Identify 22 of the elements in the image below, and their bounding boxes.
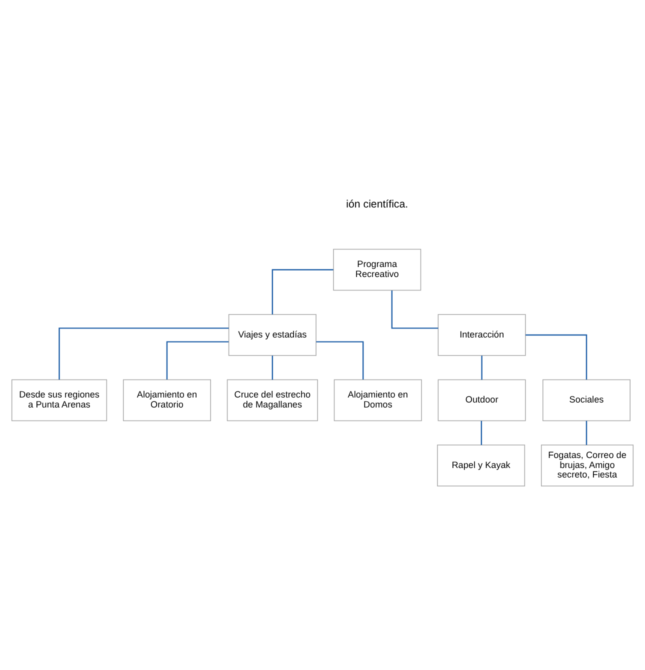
connector <box>272 356 274 380</box>
node-box: Alojamiento en Oratorio <box>122 379 211 422</box>
node-box: Alojamiento en Domos <box>334 379 422 422</box>
node-box: Programa Recreativo <box>333 248 422 291</box>
connector <box>526 334 588 380</box>
connector <box>391 290 438 329</box>
node-box: Viajes y estadías <box>228 314 316 356</box>
node-box: Outdoor <box>438 379 526 422</box>
node-box: Desde sus regiones a Punta Arenas <box>11 379 108 422</box>
node-box: Rapel y Kayak <box>437 444 526 486</box>
connector <box>316 341 364 380</box>
connector <box>272 269 334 314</box>
connector <box>481 356 482 380</box>
connector <box>166 341 229 380</box>
node-box: Cruce del estrecho de Magallanes <box>226 379 318 422</box>
node-box: Fogatas, Correo de brujas, Amigo secreto, Fiesta <box>540 444 634 486</box>
node-box: Sociales <box>542 379 630 422</box>
connector <box>58 328 229 380</box>
label: ión científica. <box>346 198 408 210</box>
node-box: Interacción <box>438 314 526 356</box>
connector <box>586 420 588 445</box>
connector <box>480 420 482 445</box>
